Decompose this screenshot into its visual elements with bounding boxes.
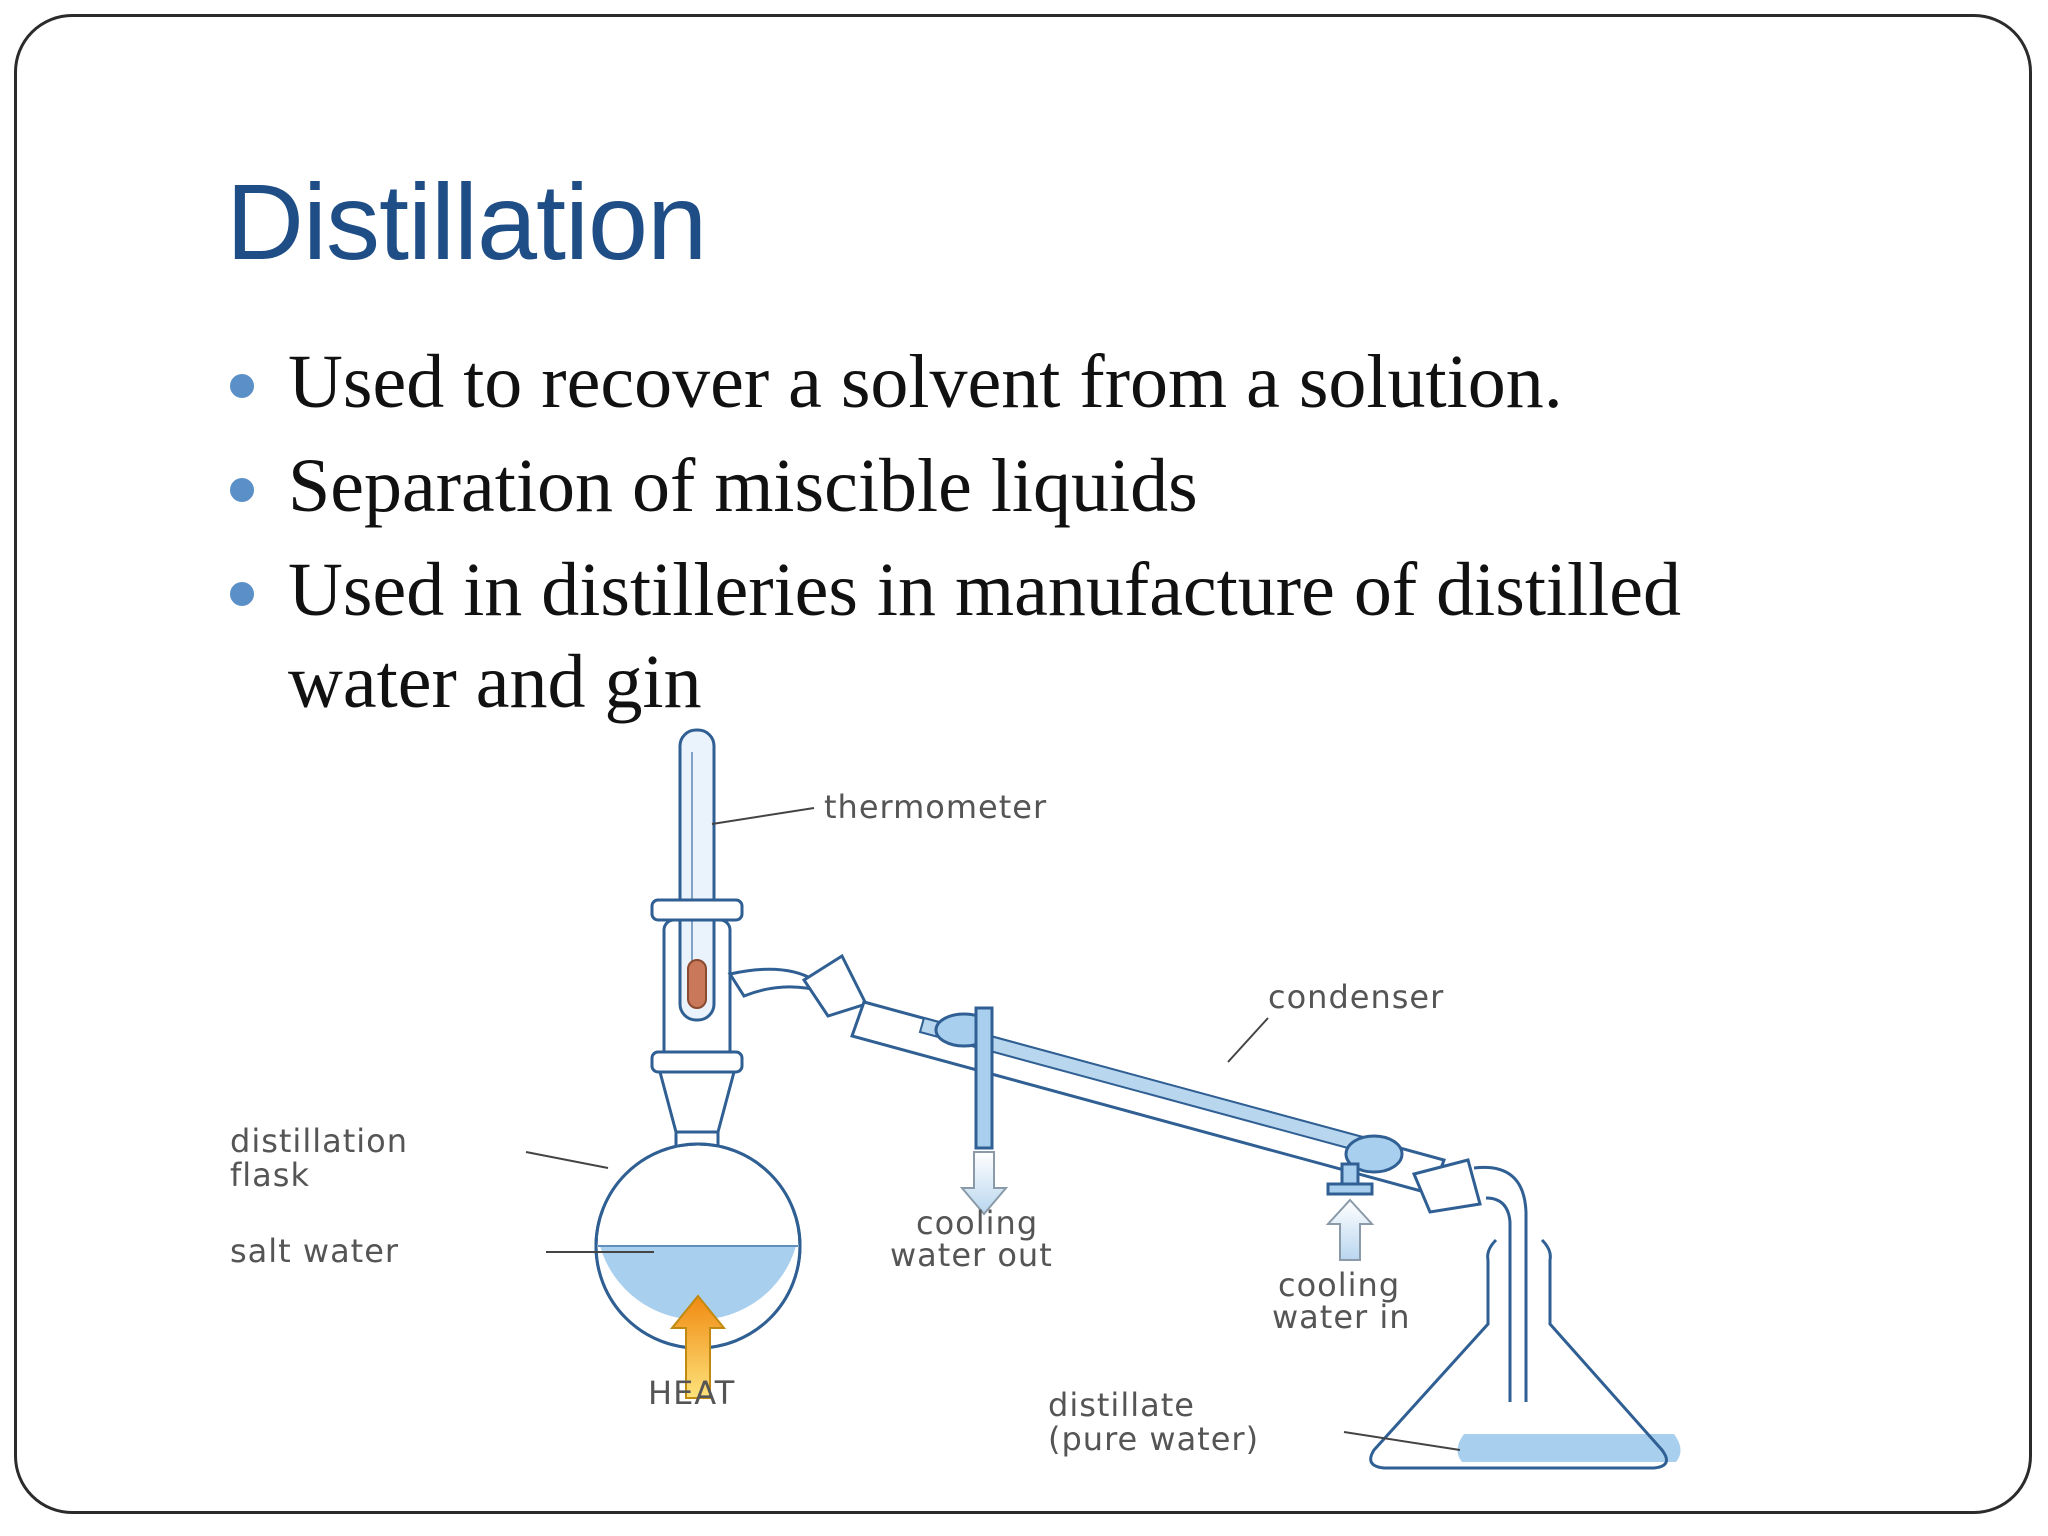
bullet-text: Used to recover a solvent from a solutio… (288, 340, 1563, 424)
thermometer (678, 728, 716, 1022)
bullet-item: Used in distilleries in manufacture of d… (226, 544, 1866, 728)
label-cooling-out-1: cooling (916, 1204, 1038, 1242)
distillation-flask (594, 1142, 802, 1350)
bullet-list: Used to recover a solvent from a solutio… (226, 336, 1866, 740)
condenser (850, 1000, 1446, 1196)
bullet-text: Used in distilleries in manufacture of d… (288, 548, 1682, 724)
label-heat: HEAT (648, 1374, 735, 1412)
label-thermometer: thermometer (824, 788, 1047, 826)
bullet-dot-icon (230, 374, 254, 398)
delivery-tube (1411, 1158, 1528, 1402)
bullet-dot-icon (230, 582, 254, 606)
distillation-apparatus-diagram: thermometer condenser distillation flask… (230, 728, 1681, 1470)
label-distillation-flask-2: flask (230, 1156, 310, 1194)
bullet-text: Separation of miscible liquids (288, 444, 1198, 528)
cooling-out-arrow-icon (959, 1151, 1009, 1216)
label-salt-water: salt water (230, 1232, 399, 1270)
label-cooling-out-2: water out (890, 1236, 1053, 1274)
bullet-dot-icon (230, 478, 254, 502)
still-head (650, 898, 744, 1182)
side-arm (727, 953, 869, 1018)
thermometer-bulb (687, 959, 707, 1009)
label-condenser: condenser (1268, 978, 1444, 1016)
receiving-flask (1369, 1238, 1681, 1470)
bullet-item: Used to recover a solvent from a solutio… (226, 336, 1866, 428)
cooling-outlet-tube (974, 1006, 994, 1150)
cooling-in-arrow-icon (1325, 1198, 1375, 1261)
slide-frame (14, 14, 2032, 1514)
salt-water-liquid (600, 1246, 796, 1320)
label-cooling-in-2: water in (1272, 1298, 1411, 1336)
label-distillate-1: distillate (1048, 1386, 1195, 1424)
distillate-liquid (1457, 1434, 1681, 1462)
label-distillation-flask-1: distillation (230, 1122, 408, 1160)
label-cooling-in-1: cooling (1278, 1266, 1400, 1304)
label-leader-lines (525, 807, 1461, 1451)
slide-title: Distillation (226, 161, 707, 282)
bullet-item: Separation of miscible liquids (226, 440, 1866, 532)
heat-arrow-icon (669, 1294, 727, 1399)
label-distillate-2: (pure water) (1048, 1420, 1259, 1458)
